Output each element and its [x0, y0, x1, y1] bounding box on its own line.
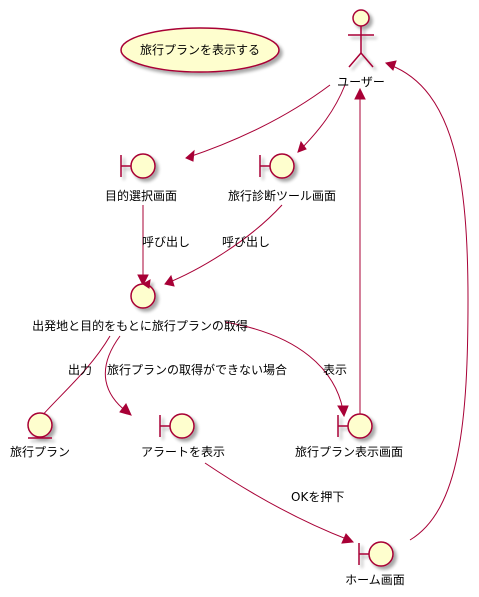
actor-label: ユーザー	[337, 75, 385, 89]
edge-label-call-purpose: 呼び出し	[142, 235, 190, 249]
edge-purpose-to-control	[137, 205, 149, 287]
edge-plan-display-to-actor	[354, 87, 366, 418]
edge-diagnosis-to-control	[164, 204, 283, 287]
home-screen-label: ホーム画面	[345, 573, 405, 587]
entity-travel-plan: 旅行プラン	[10, 412, 70, 459]
plan-display-screen-label: 旅行プラン表示画面	[295, 445, 403, 459]
control-get-travel-plan: 出発地と目的をもとに旅行プランの取得	[32, 279, 248, 333]
diagnosis-screen-label: 旅行診断ツール画面	[228, 188, 336, 203]
edge-label-output: 出力	[68, 363, 92, 377]
edge-control-to-travel-plan	[39, 335, 111, 419]
edge-label-call-diagnosis: 呼び出し	[222, 235, 270, 249]
boundary-diagnosis-tool-screen: 旅行診断ツール画面	[228, 153, 336, 203]
boundary-purpose-selection-screen: 目的選択画面	[105, 153, 177, 203]
edge-alert-to-home	[204, 462, 355, 544]
usecase-label: 旅行プランを表示する	[140, 43, 260, 57]
edge-label-cannot-get: 旅行プランの取得ができない場合	[107, 362, 287, 377]
control-label: 出発地と目的をもとに旅行プランの取得	[32, 318, 248, 333]
purpose-screen-label: 目的選択画面	[105, 188, 177, 203]
edge-actor-to-purpose-screen	[185, 84, 331, 162]
alert-screen-label: アラートを表示	[141, 445, 225, 459]
boundary-home-screen: ホーム画面	[345, 541, 405, 587]
boundary-alert-screen: アラートを表示	[141, 413, 225, 459]
boundary-plan-display-screen: 旅行プラン表示画面	[295, 413, 403, 459]
edge-actor-to-diagnosis-screen	[297, 84, 346, 153]
edge-control-to-alert	[104, 335, 132, 416]
travel-plan-label: 旅行プラン	[10, 445, 70, 459]
edge-label-ok-press: OKを押下	[291, 490, 344, 504]
edge-control-to-plan-display	[224, 321, 349, 418]
edge-label-display: 表示	[323, 363, 347, 377]
usecase-show-travel-plan: 旅行プランを表示する	[120, 27, 280, 73]
edge-home-to-actor	[384, 60, 469, 541]
actor-user: ユーザー	[337, 9, 385, 89]
